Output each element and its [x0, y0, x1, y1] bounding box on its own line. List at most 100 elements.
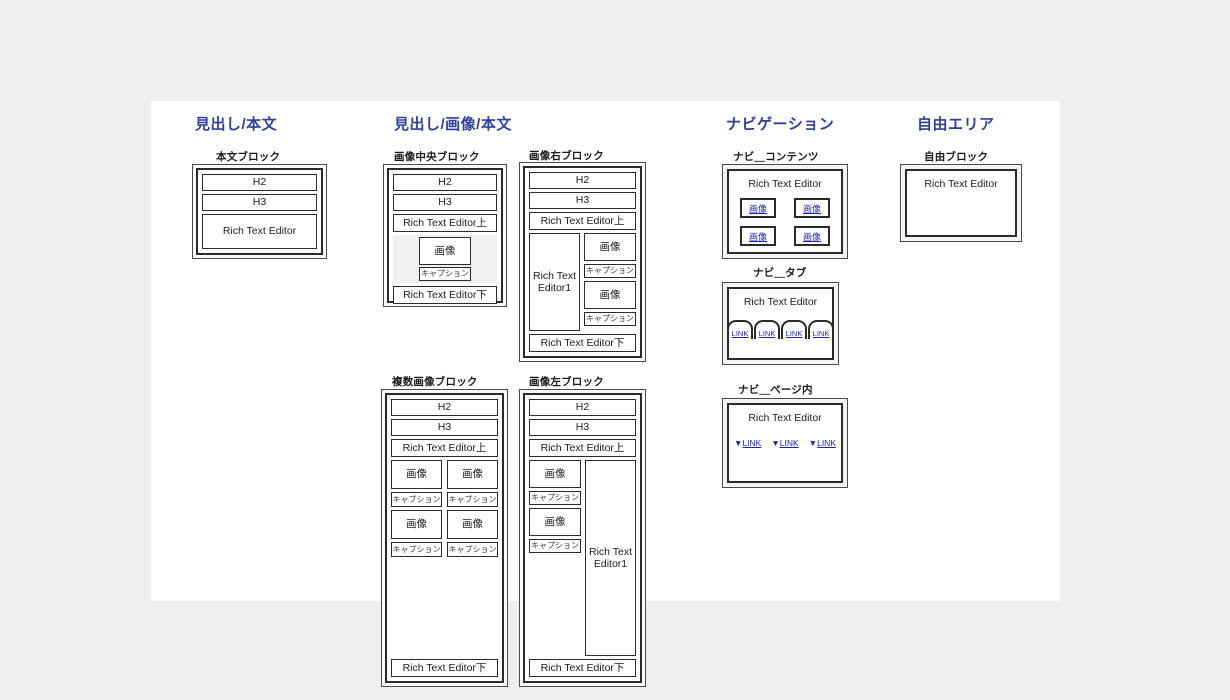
nav-contents-link-2-label: 画像	[802, 203, 821, 214]
nav-tab-rte[interactable]: Rich Text Editor	[743, 296, 818, 308]
image-left-block-caption-1[interactable]: キャプション	[529, 491, 581, 505]
nav-contents-block[interactable]: Rich Text Editor 画像 画像 画像 画像	[722, 164, 848, 259]
body-block-h3[interactable]: H3	[202, 194, 317, 211]
nav-contents-link-2[interactable]: 画像	[794, 198, 830, 218]
column-title-heading-body: 見出し/本文	[195, 116, 278, 133]
nav-tab-4[interactable]: LINK	[808, 320, 834, 339]
nav-in-page-anchor-3-label: LINK	[817, 438, 836, 448]
multi-image-block-image-grid: 画像 キャプション 画像 キャプション 画像 キャプション 画像 キャプション	[391, 460, 498, 656]
image-center-block-h2[interactable]: H2	[393, 174, 497, 191]
nav-tab-2-label: LINK	[758, 329, 776, 338]
nav-contents-link-3-label: 画像	[748, 231, 767, 242]
multi-image-block-caption-4[interactable]: キャプション	[447, 542, 498, 557]
image-center-block-image[interactable]: 画像	[419, 237, 471, 265]
image-right-block-h2[interactable]: H2	[529, 172, 636, 189]
block-title-multi-image-block: 複数画像ブロック	[392, 376, 478, 388]
triangle-down-icon: ▼	[771, 438, 780, 448]
image-left-block-body[interactable]: Rich Text Editor1	[585, 460, 636, 656]
block-title-image-left-block: 画像左ブロック	[529, 376, 604, 388]
body-block[interactable]: H2 H3 Rich Text Editor	[192, 164, 327, 259]
image-right-block-rte-upper[interactable]: Rich Text Editor上	[529, 212, 636, 230]
body-block-h2[interactable]: H2	[202, 174, 317, 191]
block-title-free-block: 自由ブロック	[924, 151, 989, 163]
image-right-block-image-1[interactable]: 画像	[584, 233, 636, 261]
image-right-block-caption-2[interactable]: キャプション	[584, 312, 636, 326]
multi-image-block-caption-2[interactable]: キャプション	[447, 492, 498, 507]
multi-image-block-image-column-right: 画像 キャプション 画像 キャプション	[447, 460, 498, 656]
image-left-block-rte-upper[interactable]: Rich Text Editor上	[529, 439, 636, 457]
multi-image-block-rte-upper[interactable]: Rich Text Editor上	[391, 439, 498, 457]
multi-image-block-caption-3[interactable]: キャプション	[391, 542, 442, 557]
image-right-block-h3[interactable]: H3	[529, 192, 636, 209]
block-title-image-right-block: 画像右ブロック	[529, 150, 604, 162]
image-right-block-image-2[interactable]: 画像	[584, 281, 636, 309]
multi-image-block-image-2[interactable]: 画像	[447, 460, 498, 489]
image-center-block-caption[interactable]: キャプション	[419, 267, 471, 281]
multi-image-block-image-1[interactable]: 画像	[391, 460, 442, 489]
nav-tab-3-label: LINK	[785, 329, 803, 338]
nav-tab-block[interactable]: Rich Text Editor LINK LINK LINK LINK	[722, 282, 839, 365]
nav-in-page-anchor-1-label: LINK	[742, 438, 762, 448]
image-right-block[interactable]: H2 H3 Rich Text Editor上 Rich Text Editor…	[519, 162, 646, 362]
body-block-rte[interactable]: Rich Text Editor	[202, 214, 317, 249]
image-left-block-content-row: 画像 キャプション 画像 キャプション Rich Text Editor1	[529, 460, 636, 656]
image-left-block-image-1[interactable]: 画像	[529, 460, 581, 488]
nav-tab-row: LINK LINK LINK LINK	[727, 320, 834, 339]
nav-contents-link-3[interactable]: 画像	[740, 226, 776, 246]
nav-contents-link-4[interactable]: 画像	[794, 226, 830, 246]
column-title-free-area: 自由エリア	[917, 116, 995, 133]
nav-contents-link-1[interactable]: 画像	[740, 198, 776, 218]
image-center-block-rte-lower[interactable]: Rich Text Editor下	[393, 286, 497, 304]
multi-image-block-image-3[interactable]: 画像	[391, 510, 442, 539]
nav-in-page-anchor-3[interactable]: ▼LINK	[809, 438, 836, 448]
multi-image-block[interactable]: H2 H3 Rich Text Editor上 画像 キャプション 画像 キャプ…	[381, 389, 508, 687]
column-title-heading-image-body: 見出し/画像/本文	[394, 116, 512, 133]
image-left-block-h2[interactable]: H2	[529, 399, 636, 416]
nav-contents-link-grid: 画像 画像 画像 画像	[740, 198, 830, 246]
image-left-block-caption-2[interactable]: キャプション	[529, 539, 581, 553]
image-right-block-body[interactable]: Rich Text Editor1	[529, 233, 580, 331]
image-center-block-rte-upper[interactable]: Rich Text Editor上	[393, 214, 497, 232]
column-title-navigation: ナビゲーション	[726, 116, 835, 133]
multi-image-block-h2[interactable]: H2	[391, 399, 498, 416]
multi-image-block-caption-1[interactable]: キャプション	[391, 492, 442, 507]
block-title-image-center-block: 画像中央ブロック	[394, 151, 480, 163]
multi-image-block-image-4[interactable]: 画像	[447, 510, 498, 539]
block-title-body-block: 本文ブロック	[216, 151, 281, 163]
image-center-block-h3[interactable]: H3	[393, 194, 497, 211]
nav-in-page-anchor-1[interactable]: ▼LINK	[734, 438, 761, 448]
nav-contents-rte[interactable]: Rich Text Editor	[748, 178, 822, 190]
triangle-down-icon: ▼	[808, 438, 818, 448]
nav-contents-link-4-label: 画像	[802, 231, 821, 242]
image-left-block-rte-lower[interactable]: Rich Text Editor下	[529, 659, 636, 677]
nav-in-page-block[interactable]: Rich Text Editor ▼LINK ▼LINK ▼LINK	[722, 398, 848, 488]
nav-tab-3[interactable]: LINK	[781, 320, 807, 339]
nav-in-page-anchor-row: ▼LINK ▼LINK ▼LINK	[734, 438, 836, 448]
nav-in-page-anchor-2-label: LINK	[779, 438, 799, 448]
image-right-block-caption-1[interactable]: キャプション	[584, 264, 636, 278]
image-left-block-image-2[interactable]: 画像	[529, 508, 581, 536]
image-center-block[interactable]: H2 H3 Rich Text Editor上 画像 キャプション Rich T…	[383, 164, 507, 307]
nav-in-page-anchor-2[interactable]: ▼LINK	[771, 438, 798, 448]
image-right-block-image-column: 画像 キャプション 画像 キャプション	[584, 233, 636, 331]
nav-in-page-rte[interactable]: Rich Text Editor	[748, 412, 822, 424]
image-right-block-rte-lower[interactable]: Rich Text Editor下	[529, 334, 636, 352]
multi-image-block-image-column-left: 画像 キャプション 画像 キャプション	[391, 460, 442, 656]
nav-tab-1[interactable]: LINK	[727, 320, 753, 339]
image-center-block-image-band: 画像 キャプション	[393, 235, 497, 283]
image-left-block[interactable]: H2 H3 Rich Text Editor上 画像 キャプション 画像 キャプ…	[519, 389, 646, 687]
image-left-block-image-column: 画像 キャプション 画像 キャプション	[529, 460, 581, 656]
free-block[interactable]: Rich Text Editor	[900, 164, 1022, 242]
block-title-nav-tab: ナビ＿タブ	[753, 267, 807, 279]
block-title-nav-in-page: ナビ＿ページ内	[738, 384, 813, 396]
multi-image-block-h3[interactable]: H3	[391, 419, 498, 436]
free-block-canvas[interactable]: Rich Text Editor	[905, 169, 1017, 237]
block-title-nav-contents: ナビ＿コンテンツ	[733, 151, 819, 163]
wireframe-canvas: 見出し/本文 見出し/画像/本文 ナビゲーション 自由エリア 本文ブロック H2…	[151, 101, 1060, 687]
multi-image-block-rte-lower[interactable]: Rich Text Editor下	[391, 659, 498, 677]
image-left-block-h3[interactable]: H3	[529, 419, 636, 436]
nav-contents-link-1-label: 画像	[748, 203, 767, 214]
nav-tab-2[interactable]: LINK	[754, 320, 780, 339]
free-block-rte[interactable]: Rich Text Editor	[924, 178, 998, 190]
triangle-down-icon: ▼	[734, 438, 743, 448]
